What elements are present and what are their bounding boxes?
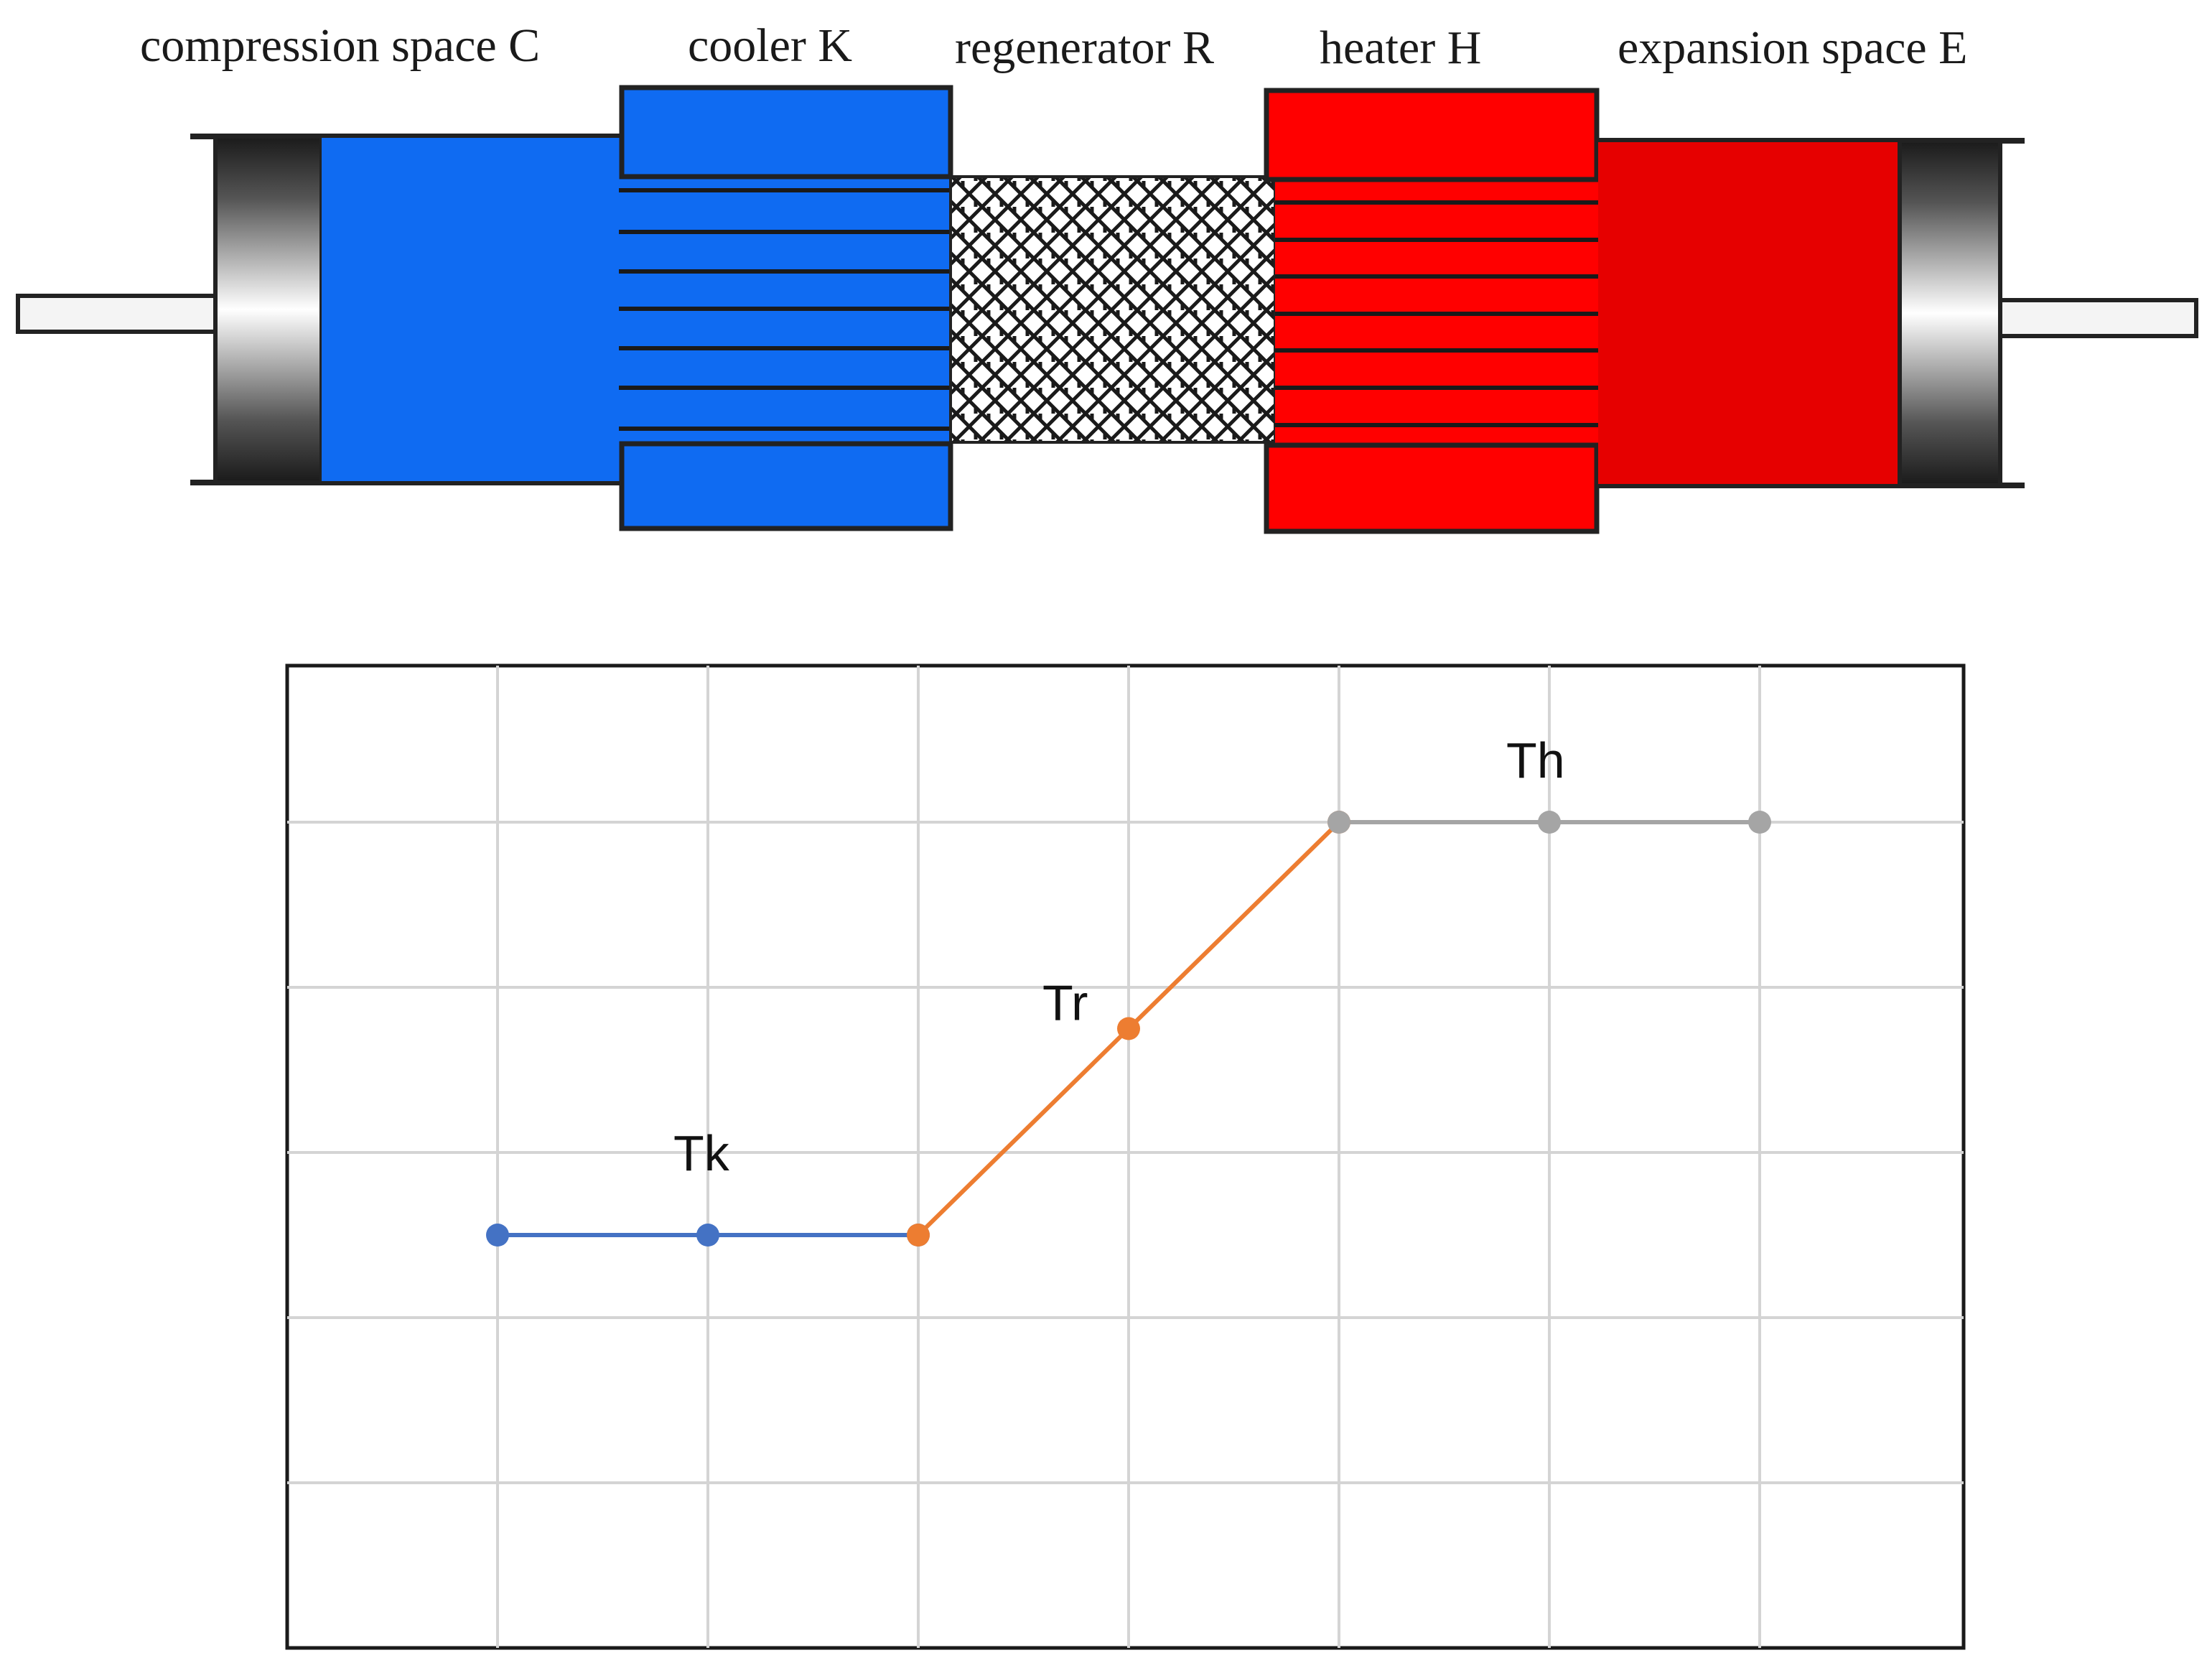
- series-label-tk: Tk: [673, 1125, 730, 1181]
- data-point-tr-2: [1117, 1017, 1140, 1040]
- chart-frame: [285, 663, 1966, 1650]
- series-label-th: Th: [1506, 732, 1565, 788]
- chart-series-labels: Tk Tr Th: [673, 732, 1565, 1181]
- compression-space: [322, 138, 623, 481]
- data-point-th-2: [1538, 811, 1561, 834]
- cooler-fins: [619, 188, 951, 431]
- data-point-th-3: [1748, 811, 1771, 834]
- regenerator-mesh: [949, 175, 1277, 444]
- cooler-label: cooler K: [688, 19, 852, 72]
- cooler-top-jacket: [619, 85, 953, 180]
- data-point-tk-2: [696, 1224, 719, 1247]
- regenerator-label: regenerator R: [955, 22, 1214, 74]
- heater-top-jacket: [1264, 88, 1600, 182]
- left-piston-rod: [16, 294, 218, 334]
- chart-points: [486, 811, 1771, 1247]
- heater-label: heater H: [1320, 22, 1481, 74]
- data-point-tr-1: [907, 1224, 930, 1247]
- right-piston: [1898, 139, 2002, 488]
- engine-schematic: compression space C cooler K regenerator…: [16, 19, 2198, 534]
- compression-space-label: compression space C: [140, 19, 540, 72]
- expansion-space-label: expansion space E: [1618, 22, 1968, 74]
- heater-bottom-jacket: [1264, 442, 1600, 534]
- temperature-profile-chart: Tk Tr Th: [285, 663, 1966, 1650]
- heater-fins: [1275, 200, 1598, 427]
- cooler-bottom-jacket: [619, 441, 953, 531]
- heater-body: [1275, 177, 1598, 445]
- expansion-space: [1598, 142, 1900, 484]
- left-piston: [213, 134, 324, 485]
- right-piston-rod: [1998, 298, 2198, 338]
- data-point-th-1: [1327, 811, 1350, 834]
- series-label-tr: Tr: [1042, 975, 1088, 1031]
- data-point-tk-1: [486, 1224, 509, 1247]
